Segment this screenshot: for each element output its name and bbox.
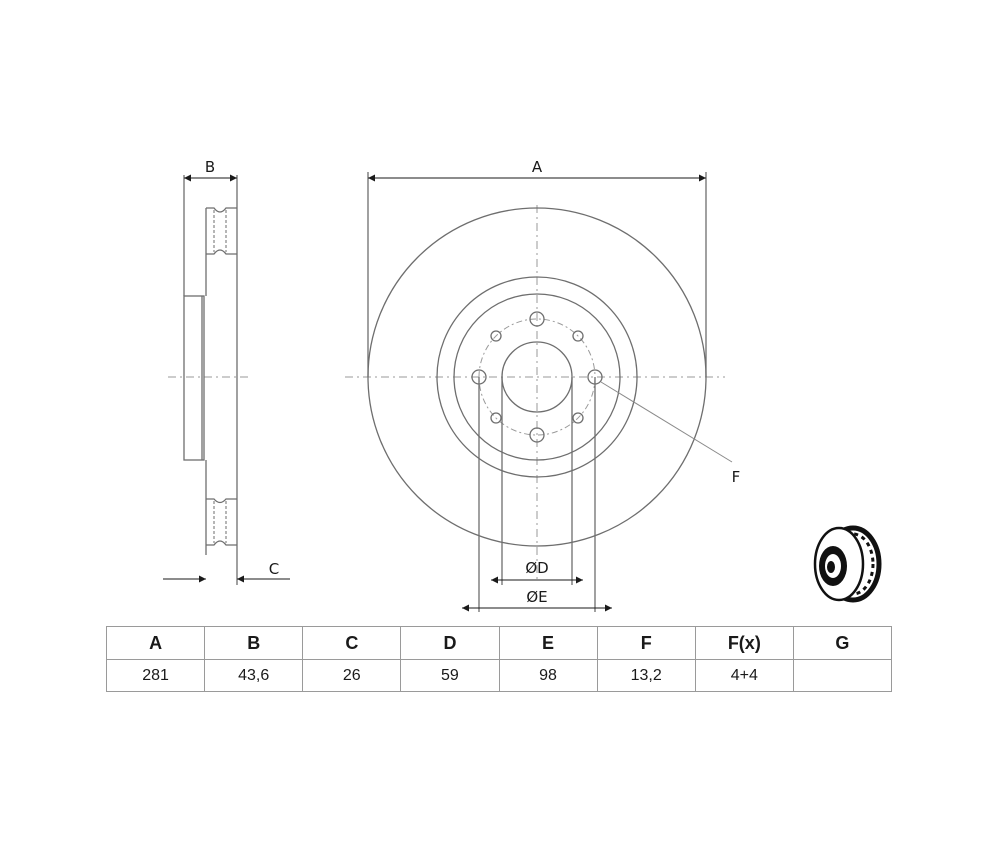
header-cell-b: B	[204, 626, 304, 660]
header-cell-e: E	[498, 626, 598, 660]
header-cell-fx: F(x)	[694, 626, 794, 660]
brake-disc-icon	[813, 525, 882, 603]
value-cell-g	[792, 659, 893, 692]
dimension-label-c: C	[269, 560, 279, 578]
value-cell-a: 281	[105, 659, 206, 692]
dimension-label-f: F	[732, 468, 741, 486]
table-header-row: A B C D E F F(x) G	[105, 626, 893, 660]
front-view	[345, 172, 733, 612]
value-cell-e: 98	[498, 659, 598, 692]
header-cell-a: A	[105, 626, 206, 660]
dimension-label-e: ØE	[526, 588, 547, 606]
value-cell-fx: 4+4	[694, 659, 794, 692]
header-cell-c: C	[302, 626, 402, 660]
value-cell-b: 43,6	[204, 659, 304, 692]
value-cell-f: 13,2	[596, 659, 696, 692]
header-cell-d: D	[400, 626, 500, 660]
side-view	[163, 174, 290, 585]
table-row: 281 43,6 26 59 98 13,2 4+4	[105, 659, 893, 692]
dimension-label-a: A	[532, 158, 543, 176]
value-cell-c: 26	[302, 659, 402, 692]
header-cell-g: G	[792, 626, 893, 660]
value-cell-d: 59	[400, 659, 500, 692]
header-cell-f: F	[596, 626, 696, 660]
specification-table: A B C D E F F(x) G 281 43,6 26 59 98 13,…	[105, 626, 893, 692]
dimension-label-d: ØD	[525, 559, 548, 577]
dimension-label-b: B	[205, 158, 215, 176]
